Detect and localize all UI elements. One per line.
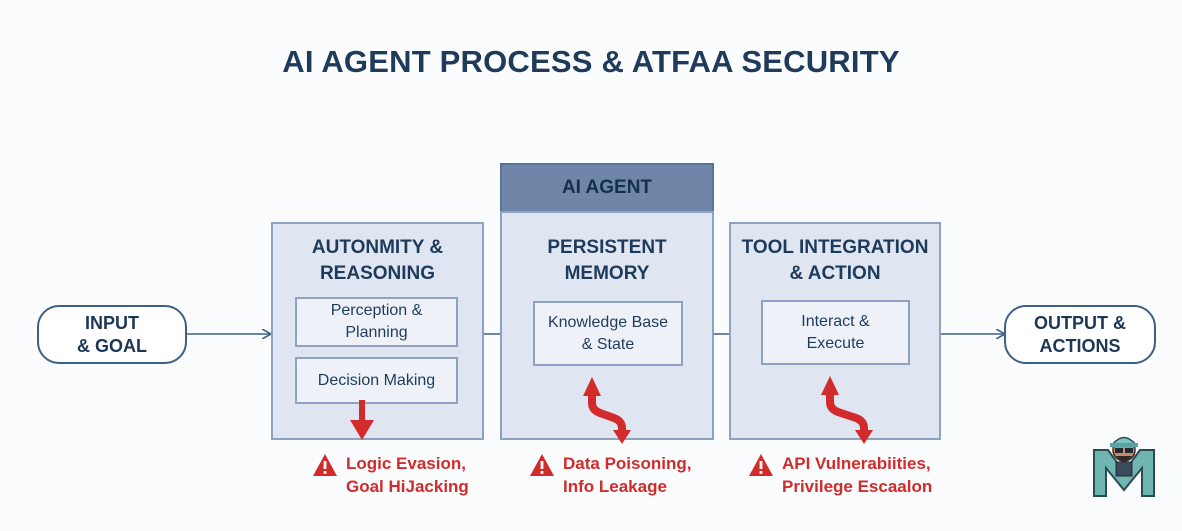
threat-line2: Goal HiJacking xyxy=(346,477,469,496)
perception-planning-line2: Planning xyxy=(345,324,408,341)
decision-making-label: Decision Making xyxy=(317,371,436,389)
interact-execute-line2: Execute xyxy=(806,334,865,352)
knowledge-base-line1: Knowledge Base xyxy=(547,313,669,331)
warning-triangle-icon xyxy=(530,454,554,476)
threat-reasoning: Logic Evasion, Goal HiJacking xyxy=(312,452,469,498)
threat-line2: Privilege Escaalon xyxy=(782,477,933,496)
perception-planning-box: Perception & Planning xyxy=(295,297,458,347)
panel-autonomy-reasoning-title: AUTONMITY & REASONING xyxy=(273,232,482,290)
threat-reasoning-text: Logic Evasion, Goal HiJacking xyxy=(346,452,469,498)
output-actions-node: OUTPUT & ACTIONS xyxy=(1004,305,1156,364)
ai-agent-label: AI AGENT xyxy=(561,177,653,198)
threat-line1: Data Poisoning, xyxy=(563,454,692,473)
threat-line1: Logic Evasion, xyxy=(346,454,466,473)
panel-persistent-memory-title: PERSISTENT MEMORY xyxy=(502,232,712,290)
panel-title-line1: PERSISTENT xyxy=(547,237,667,258)
threat-memory-text: Data Poisoning, Info Leakage xyxy=(563,452,691,498)
knowledge-base-state-box: Knowledge Base & State xyxy=(533,301,683,366)
perception-planning-line1: Perception & xyxy=(330,302,423,319)
threat-tools: API Vulnerabiities, Privilege Escaalon xyxy=(748,452,932,498)
panel-title-line2: & ACTION xyxy=(789,263,881,284)
threat-line1: API Vulnerabiities, xyxy=(782,454,931,473)
mascot-logo-icon xyxy=(1093,436,1155,497)
panel-title-line1: TOOL INTEGRATION xyxy=(741,237,929,258)
output-actions-line2: ACTIONS xyxy=(1039,335,1121,356)
threat-tools-text: API Vulnerabiities, Privilege Escaalon xyxy=(782,452,932,498)
panel-title-line2: REASONING xyxy=(319,263,436,284)
warning-triangle-icon xyxy=(749,454,773,476)
interact-execute-box: Interact & Execute xyxy=(761,300,910,365)
decision-making-box: Decision Making xyxy=(295,357,458,404)
threat-lightning-arrow-icon xyxy=(821,376,873,444)
panel-title-line1: AUTONMITY & xyxy=(311,237,444,258)
threat-lightning-arrow-icon xyxy=(583,377,631,444)
output-actions-line1: OUTPUT & xyxy=(1034,312,1126,333)
panel-title-line2: MEMORY xyxy=(564,263,650,284)
interact-execute-line1: Interact & xyxy=(801,312,870,330)
input-goal-node: INPUT & GOAL xyxy=(37,305,187,364)
knowledge-base-line2: & State xyxy=(581,335,635,353)
threat-memory: Data Poisoning, Info Leakage xyxy=(529,452,691,498)
threat-line2: Info Leakage xyxy=(563,477,667,496)
threat-arrow-down-icon xyxy=(350,400,374,440)
input-goal-line2: & GOAL xyxy=(77,335,147,356)
input-goal-line1: INPUT xyxy=(85,312,139,333)
diagram-title: AI AGENT PROCESS & ATFAA SECURITY xyxy=(282,44,900,79)
warning-triangle-icon xyxy=(313,454,337,476)
panel-tool-integration-title: TOOL INTEGRATION & ACTION xyxy=(731,232,939,290)
